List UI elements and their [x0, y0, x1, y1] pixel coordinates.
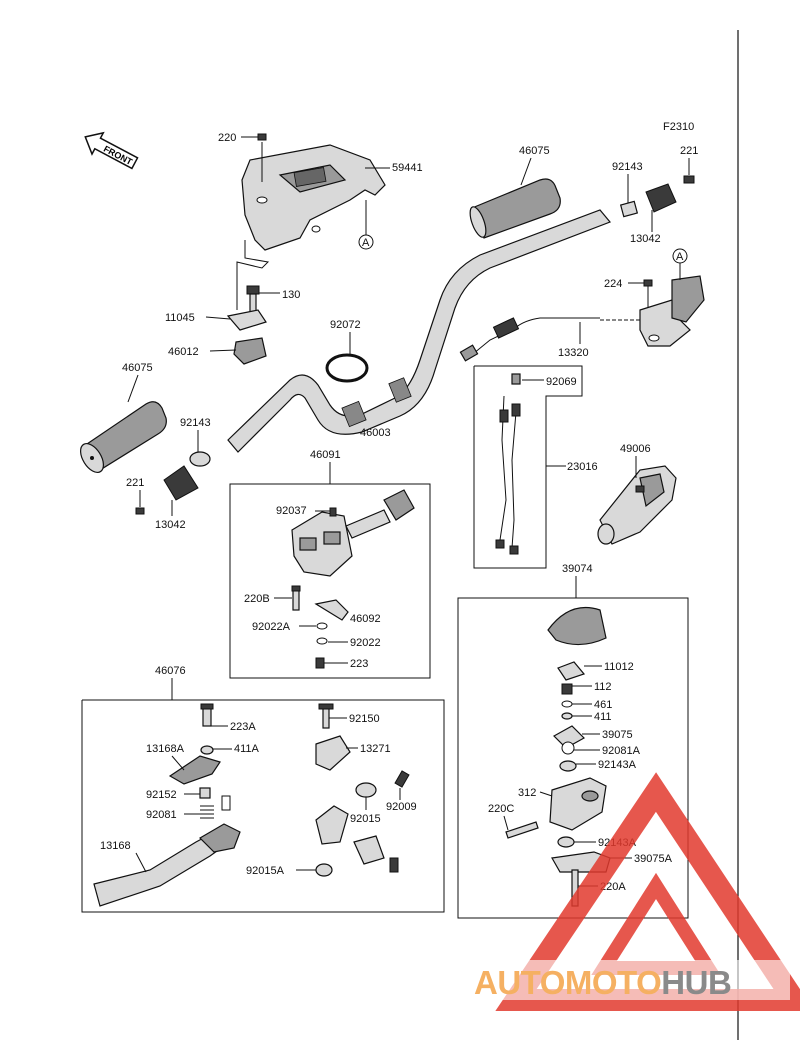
label-11012: 11012 — [604, 661, 634, 673]
label-13042-left: 13042 — [155, 519, 186, 531]
label-112: 112 — [594, 681, 612, 693]
label-92081a: 92081A — [602, 745, 641, 757]
front-arrow-icon: FRONT — [84, 131, 139, 170]
watermark-part2: HUB — [661, 964, 731, 1001]
label-39075: 39075 — [602, 729, 633, 741]
switch-housing-49006 — [597, 465, 677, 545]
label-411a: 411A — [234, 743, 260, 755]
label-46076: 46076 — [155, 665, 186, 677]
grip-46075-left — [79, 401, 167, 473]
label-46012: 46012 — [168, 346, 199, 358]
label-13042-top: 13042 — [630, 233, 661, 245]
grip-46075-right — [469, 178, 561, 239]
callout-a-lower: A — [676, 251, 684, 263]
label-59441: 59441 — [392, 162, 423, 174]
label-92009: 92009 — [386, 801, 417, 813]
label-312: 312 — [518, 787, 536, 799]
figure-code: F2310 — [663, 121, 694, 133]
label-223: 223 — [350, 658, 368, 670]
label-13168a: 13168A — [146, 743, 185, 755]
label-46091: 46091 — [310, 449, 341, 461]
brake-lever-13168 — [93, 823, 241, 907]
label-92143-left: 92143 — [180, 417, 211, 429]
label-224: 224 — [604, 278, 622, 290]
label-46092: 46092 — [350, 613, 381, 625]
label-11045: 11045 — [165, 312, 195, 324]
label-92072: 92072 — [330, 319, 361, 331]
label-92143-top: 92143 — [612, 161, 643, 173]
label-92069: 92069 — [546, 376, 577, 388]
label-46075-top: 46075 — [519, 145, 550, 157]
label-461: 461 — [594, 699, 612, 711]
handlebar-cover — [241, 144, 386, 251]
label-92022: 92022 — [350, 637, 381, 649]
label-92150: 92150 — [349, 713, 380, 725]
label-39075a: 39075A — [634, 853, 673, 865]
watermark-backdrop — [472, 960, 790, 1000]
label-130: 130 — [282, 289, 300, 301]
label-23016: 23016 — [567, 461, 598, 473]
label-92152: 92152 — [146, 789, 177, 801]
label-92015: 92015 — [350, 813, 381, 825]
watermark-text: AUTOMOTOHUB — [474, 964, 731, 1001]
label-220c: 220C — [488, 803, 514, 815]
label-13168: 13168 — [100, 840, 131, 852]
switch-assembly-46092 — [291, 489, 415, 577]
label-13320: 13320 — [558, 347, 589, 359]
label-92022a: 92022A — [252, 621, 291, 633]
label-46075-left: 46075 — [122, 362, 153, 374]
label-49006: 49006 — [620, 443, 651, 455]
label-46003: 46003 — [360, 427, 391, 439]
callout-a-upper: A — [362, 237, 370, 249]
handlebar-46003 — [227, 209, 611, 453]
label-92143a-upper: 92143A — [598, 759, 637, 771]
label-220: 220 — [218, 132, 236, 144]
label-92037: 92037 — [276, 505, 307, 517]
label-221-left: 221 — [126, 477, 144, 489]
label-13271: 13271 — [360, 743, 391, 755]
label-39074: 39074 — [562, 563, 593, 575]
watermark-part1: AUTOMOTO — [474, 964, 661, 1001]
label-92015a: 92015A — [246, 865, 285, 877]
label-220b: 220B — [244, 593, 270, 605]
label-221-top: 221 — [680, 145, 698, 157]
label-92081: 92081 — [146, 809, 177, 821]
label-223a: 223A — [230, 721, 256, 733]
label-411: 411 — [594, 711, 612, 723]
